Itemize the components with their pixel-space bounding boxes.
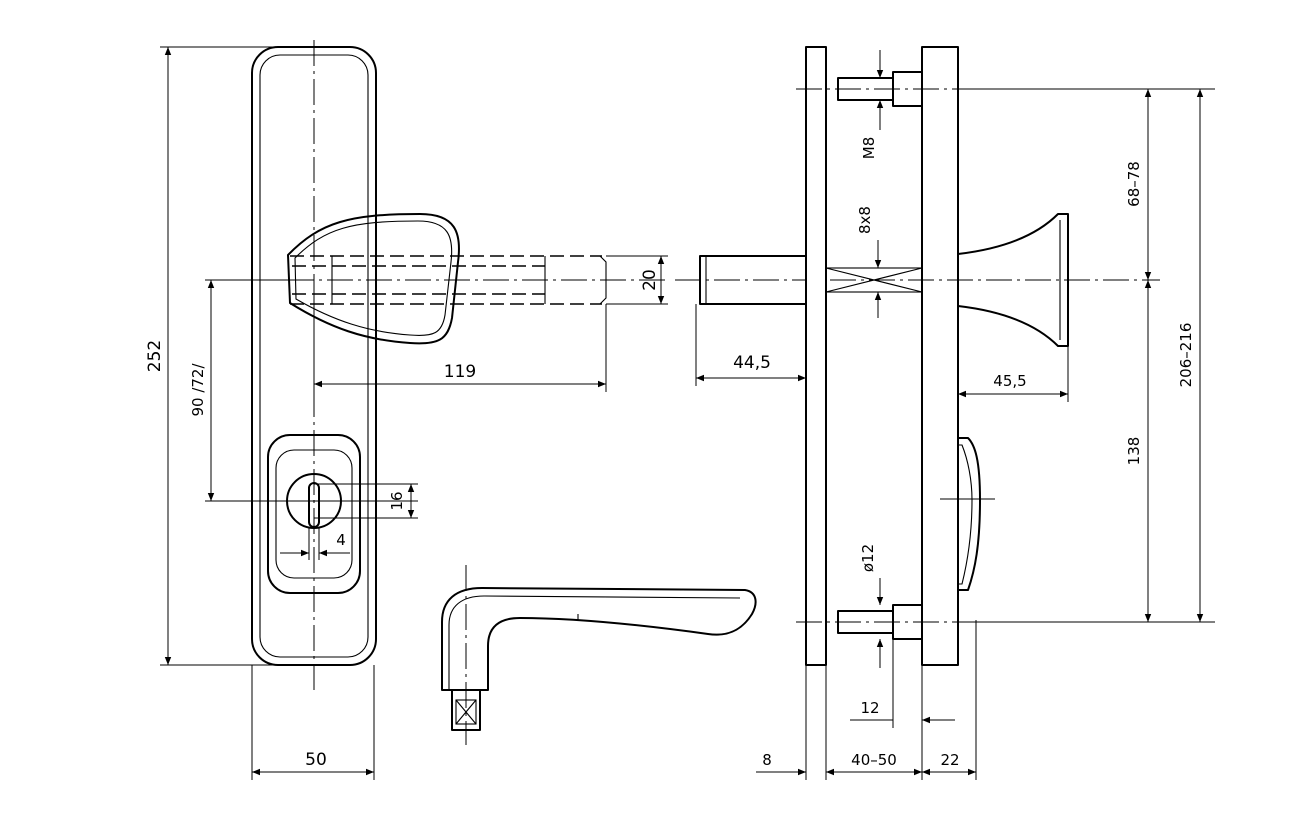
dim-label-lower-distance: 138 (1125, 437, 1143, 466)
dim-label-rose-height: 20 (640, 269, 660, 291)
dim-label-screw-thread: M8 (860, 137, 878, 160)
lever-handle-front-inner (294, 220, 453, 337)
dim-label-upper-distance: 68–78 (1125, 161, 1143, 207)
inner-plate-side (921, 46, 959, 666)
dim-label-plate-width: 50 (305, 750, 327, 770)
dim-label-outer-thickness: 8 (762, 751, 772, 769)
dim-label-spindle-square: 8x8 (856, 206, 874, 234)
key-escutcheon-inner (275, 449, 353, 579)
dim-label-keyhole-height: 16 (388, 491, 406, 510)
key-slot (308, 482, 320, 528)
dim-label-door-thickness: 40–50 (851, 751, 897, 769)
side-section-view (675, 46, 1150, 780)
outer-plate-side (805, 46, 827, 666)
key-escutcheon-outer (267, 434, 361, 594)
front-plate-view (205, 40, 665, 690)
spindle-side (699, 255, 807, 305)
dim-label-total-height: 252 (145, 340, 165, 372)
dim-label-screw-diameter: ø12 (859, 544, 877, 572)
lever-handle-front-outline (287, 213, 460, 345)
knob-side-outline (957, 213, 1069, 347)
side-view-dimensions: 44,5 45,5 M8 8x8 ø12 12 8 40–50 22 (695, 50, 1215, 776)
dim-label-overall-range: 206–216 (1177, 323, 1195, 388)
dim-label-bore-distance: 90 /72/ (189, 363, 207, 417)
lever-side-inner-line (448, 595, 741, 690)
dim-label-spindle-protrusion: 44,5 (733, 353, 771, 373)
lever-side-outline (441, 587, 757, 691)
dim-label-knob-length: 45,5 (993, 372, 1026, 390)
dim-label-keyslot-width: 4 (336, 531, 346, 549)
dim-label-lever-length: 119 (444, 362, 476, 382)
front-view-dimensions: 252 90 /72/ 50 119 20 16 4 (145, 46, 668, 780)
dim-label-inner-thickness: 22 (940, 751, 959, 769)
dim-label-screw-offset: 12 (860, 699, 879, 717)
cylinder-cover-side (957, 437, 981, 591)
lever-side-view (441, 565, 757, 745)
